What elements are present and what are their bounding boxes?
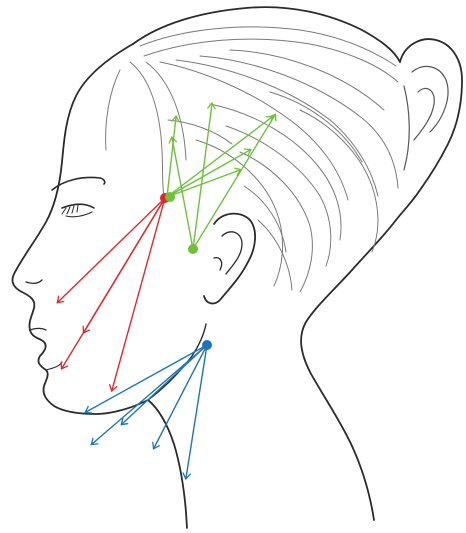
temple-point xyxy=(165,192,175,202)
hair-bun-swirl xyxy=(404,66,448,170)
red-cheek-vectors xyxy=(58,198,165,390)
ear-outline xyxy=(204,214,255,304)
green-vector-6 xyxy=(193,115,275,249)
green-vector-4 xyxy=(167,150,250,197)
face-profile-line xyxy=(12,44,148,414)
neck-front-line xyxy=(148,400,187,528)
mouth-line xyxy=(30,329,46,331)
nostril xyxy=(26,280,42,283)
green-vector-1 xyxy=(167,117,176,197)
hair-top-line xyxy=(133,7,362,44)
ear-inner xyxy=(214,232,242,274)
chin-crease xyxy=(46,362,62,370)
neck-back-line xyxy=(301,220,396,520)
blue-vector-2 xyxy=(92,345,207,444)
head-drawing xyxy=(12,7,462,528)
eye-lower-lid xyxy=(66,212,92,217)
blue-neck-vectors xyxy=(86,345,207,478)
red-vector-3 xyxy=(112,198,165,390)
lower-temple-point xyxy=(188,244,198,254)
jaw-point xyxy=(202,340,212,350)
